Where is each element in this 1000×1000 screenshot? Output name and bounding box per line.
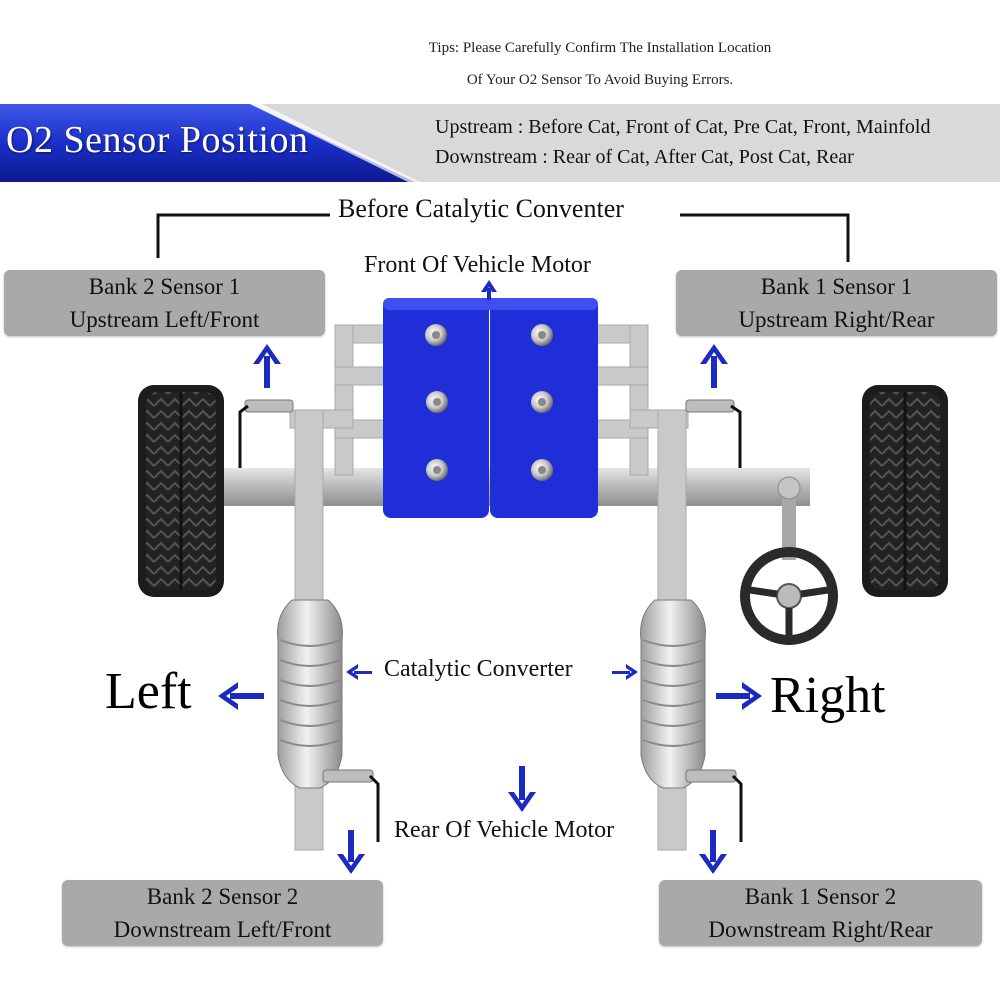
front-of-vehicle-label: Front Of Vehicle Motor <box>364 252 591 278</box>
bank1-sensor2-title: Bank 1 Sensor 2 <box>744 884 897 909</box>
bank1-sensor1-position: Upstream Right/Rear <box>738 307 935 332</box>
sensor-box-bank1-sensor2: Bank 1 Sensor 2 Downstream Right/Rear <box>659 880 982 946</box>
exhaust-manifold <box>289 324 689 476</box>
b2s2-down-arrow-icon <box>337 830 365 874</box>
page-title: O2 Sensor Position <box>6 119 309 161</box>
upstream-description: Upstream : Before Cat, Front of Cat, Pre… <box>435 116 931 138</box>
bank2-sensor2-position: Downstream Left/Front <box>113 917 332 942</box>
cat-right-arrow-icon <box>612 664 638 680</box>
bank1-sensor1-title: Bank 1 Sensor 1 <box>760 274 913 299</box>
direction-arrows <box>218 280 762 874</box>
front-up-arrow-icon <box>481 280 497 300</box>
right-arrow-icon <box>716 682 762 710</box>
downstream-description: Downstream : Rear of Cat, After Cat, Pos… <box>435 146 854 168</box>
b1s1-up-arrow-icon <box>700 344 728 388</box>
bank1-sensor2-position: Downstream Right/Rear <box>708 917 933 942</box>
before-cat-bracket <box>156 213 850 262</box>
sensor-b2s1-icon <box>238 399 294 468</box>
engine-block <box>383 298 598 518</box>
bank2-sensor1-position: Upstream Left/Front <box>69 307 260 332</box>
tips-line-2: Of Your O2 Sensor To Avoid Buying Errors… <box>466 72 734 88</box>
b2s1-up-arrow-icon <box>253 344 281 388</box>
left-label: Left <box>105 663 192 720</box>
bank2-sensor2-title: Bank 2 Sensor 2 <box>146 884 299 909</box>
rear-of-vehicle-label: Rear Of Vehicle Motor <box>394 817 615 843</box>
tips-line-1: Tips: Please Carefully Confirm The Insta… <box>428 40 772 56</box>
before-cat-label: Before Catalytic Conventer <box>338 194 624 223</box>
left-catalytic-converter-icon <box>277 599 343 789</box>
sensor-b1s1-icon <box>685 399 742 468</box>
right-label: Right <box>770 667 886 724</box>
header-blue-banner <box>0 104 420 182</box>
sensor-box-bank2-sensor1: Bank 2 Sensor 1 Upstream Left/Front <box>4 270 325 336</box>
left-arrow-icon <box>218 682 264 710</box>
sensor-box-bank1-sensor1: Bank 1 Sensor 1 Upstream Right/Rear <box>676 270 997 336</box>
sensor-b2s2-icon <box>322 769 380 842</box>
catalytic-converter-label: Catalytic Converter <box>384 656 573 682</box>
sensor-b1s2-icon <box>685 769 743 842</box>
right-catalytic-converter-icon <box>640 599 706 789</box>
engine-bolt-icons <box>425 324 553 481</box>
left-wheel-icon <box>138 385 224 597</box>
rear-down-arrow-icon <box>508 766 536 812</box>
steering-wheel-icon <box>740 476 838 645</box>
bank2-sensor1-title: Bank 2 Sensor 1 <box>88 274 241 299</box>
cat-left-arrow-icon <box>346 664 372 680</box>
sensor-box-bank2-sensor2: Bank 2 Sensor 2 Downstream Left/Front <box>62 880 383 946</box>
b1s2-down-arrow-icon <box>699 830 727 874</box>
right-wheel-icon <box>862 385 948 597</box>
